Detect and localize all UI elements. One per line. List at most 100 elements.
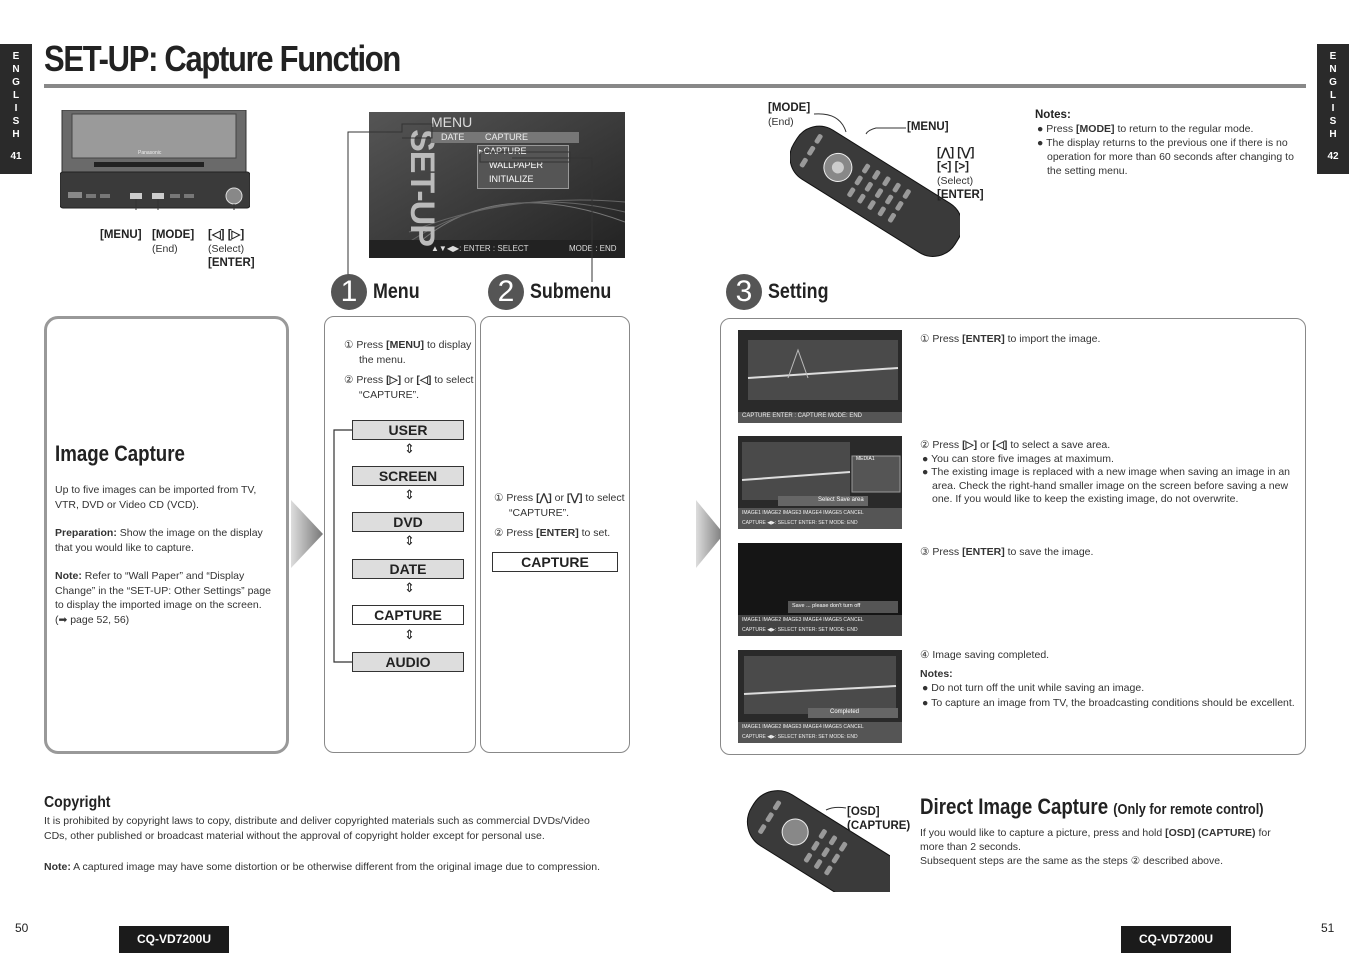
notes-heading: Notes: [1035,109,1071,121]
setting-notes-heading: Notes: [920,667,953,680]
image-capture-note: Note: Refer to “Wall Paper” and “Display… [55,570,271,626]
brand-logo: Panasonic [138,150,162,156]
step3-number: 3 [726,274,762,310]
screen-footer-left: ▲▼◀▶: ENTER : SELECT [431,244,529,253]
screen-label: Save ... please don't turn off [792,603,861,609]
osd-capture-label: [OSD](CAPTURE) [847,806,911,832]
setting-step-4: ④ Image saving completed. Notes: ● Do no… [920,648,1300,710]
capture-screen-1: CAPTURE ENTER : CAPTURE MODE: END [738,330,902,423]
page-title: SET-UP: Capture Function [44,38,401,79]
page-number-right: 51 [1321,921,1335,935]
double-arrow-icon: ⇕ [404,441,415,456]
menu-item-dvd[interactable]: DVD [352,512,464,532]
screen-footer-right: MODE : END [569,244,617,253]
remote-select-label: [⋀] [⋁][<] [>](Select)[ENTER] [937,147,984,201]
screen-tabs: IMAGE1 IMAGE2 IMAGE3 IMAGE4 IMAGE5 CANCE… [742,724,864,730]
menu-item-audio[interactable]: AUDIO [352,652,464,672]
menu-item-capture[interactable]: CAPTURE [352,605,464,625]
note-item: ● Press [MODE] to return to the regular … [1037,123,1254,135]
image-capture-intro: Up to five images can be imported from T… [55,484,257,511]
language-label: ENGLISH [1329,51,1337,140]
callout-lines [347,123,593,288]
double-arrow-icon: ⇕ [404,580,415,595]
arrow-icon [696,500,724,568]
step1-heading: 1 Menu [331,274,428,310]
head-unit-mode-label: [MODE](End) [152,229,195,255]
capture-screen-4: Completed IMAGE1 IMAGE2 IMAGE3 IMAGE4 IM… [738,650,902,743]
arrow-icon [291,500,323,568]
step3-heading: 3 Setting [726,274,839,310]
screen-footer: CAPTURE ◀▶: SELECT ENTER: SET MODE: END [742,520,858,526]
setting-step-2: ② Press [▷] or [◁] to select a save area… [920,439,1300,507]
screen-label: Select Save area [818,497,864,503]
direct-capture-text: If you would like to capture a picture, … [920,827,1271,867]
right-language-tab: ENGLISH 42 [1317,44,1349,174]
menu-panel [324,316,476,753]
section-number: 41 [10,151,22,162]
image-capture-panel: Image Capture Up to five images can be i… [44,316,289,754]
head-unit-illustration: Panasonic [59,109,251,232]
remote-menu-label: [MENU] [907,121,949,133]
osd-remote-illustration [740,786,890,892]
remote-callouts [813,113,906,135]
language-label: ENGLISH [12,51,20,140]
left-language-tab: ENGLISH 41 [0,44,32,174]
step2-number: 2 [488,274,524,310]
section-number: 42 [1327,151,1339,162]
menu-instruction-1: ① Press [MENU] to display the menu. [344,339,472,366]
copyright-note: Note: A captured image may have some dis… [44,861,601,873]
step2-heading: 2 Submenu [488,274,626,310]
screen-row-capture: ▸CAPTURE [479,146,527,156]
notes-top: Notes: ● Press [MODE] to return to the r… [1035,108,1305,178]
setting-bullet: ● The existing image is replaced with a … [922,466,1291,505]
head-unit-menu-label: [MENU] [100,229,142,241]
menu-instruction-2: ② Press [▷] or [◁] to select “CAPTURE”. [344,374,474,401]
submenu-instruction-1: ① Press [⋀] or [⋁] to select “CAPTURE”. [494,492,625,519]
setting-bullet: ● You can store five images at maximum. [922,452,1114,465]
setting-note: ● To capture an image from TV, the broad… [922,696,1295,709]
screen-tabs: IMAGE1 IMAGE2 IMAGE3 IMAGE4 IMAGE5 CANCE… [742,617,864,623]
head-unit-select-label: [◁] [▷](Select)[ENTER] [208,229,255,269]
menu-screen-image: SET-UP MENU DATE CAPTURE ▸CAPTURE WALLPA… [369,112,625,258]
step2-title: Submenu [530,280,612,303]
screen-row-wallpaper: WALLPAPER [489,160,544,170]
step1-title: Menu [373,280,420,303]
setting-note: ● Do not turn off the unit while saving … [922,682,1145,694]
screen-footer: CAPTURE ◀▶: SELECT ENTER: SET MODE: END [742,627,858,633]
screen-row-date: DATE [441,132,465,142]
screen-row-capture-tab: CAPTURE [485,132,529,142]
step1-number: 1 [331,274,367,310]
submenu-instruction-2: ② Press [ENTER] to set. [494,527,611,539]
image-capture-heading: Image Capture [55,441,185,466]
double-arrow-icon: ⇕ [404,627,415,642]
image-capture-preparation: Preparation: Show the image on the displ… [55,527,263,554]
setting-step-3: ③ Press [ENTER] to save the image. [920,546,1094,558]
menu-item-date[interactable]: DATE [352,559,464,579]
step3-title: Setting [768,280,829,303]
page-number-left: 50 [15,921,29,935]
double-arrow-icon: ⇕ [404,487,415,502]
remote-control-illustration [789,108,963,278]
note-item: ● The display returns to the previous on… [1037,137,1294,177]
screen-tag: MEDIA1 [856,456,875,462]
submenu-panel [480,316,630,753]
page-reference: (➡ page 52, 56) [55,613,130,626]
screen-tabs: IMAGE1 IMAGE2 IMAGE3 IMAGE4 IMAGE5 CANCE… [742,510,864,516]
model-code-right: CQ-VD7200U [1121,926,1231,953]
screen-label: Completed [830,709,860,715]
submenu-capture-box[interactable]: CAPTURE [492,552,618,572]
model-code-left: CQ-VD7200U [119,926,229,953]
copyright-heading: Copyright [44,794,111,811]
screen-footer: CAPTURE ◀▶: SELECT ENTER: SET MODE: END [742,734,858,740]
screen-menu-title: MENU [431,114,473,130]
screen-row-initialize: INITIALIZE [489,174,534,184]
menu-cycle-bracket [333,428,356,666]
direct-capture-heading: Direct Image Capture (Only for remote co… [920,794,1264,819]
double-arrow-icon: ⇕ [404,533,415,548]
remote-mode-label: [MODE](End) [768,102,811,128]
copyright-text: It is prohibited by copyright laws to co… [44,815,590,842]
title-rule [44,84,1306,88]
menu-item-user[interactable]: USER [352,420,464,440]
capture-screen-3: Save ... please don't turn off IMAGE1 IM… [738,543,902,636]
menu-item-screen[interactable]: SCREEN [352,466,464,486]
